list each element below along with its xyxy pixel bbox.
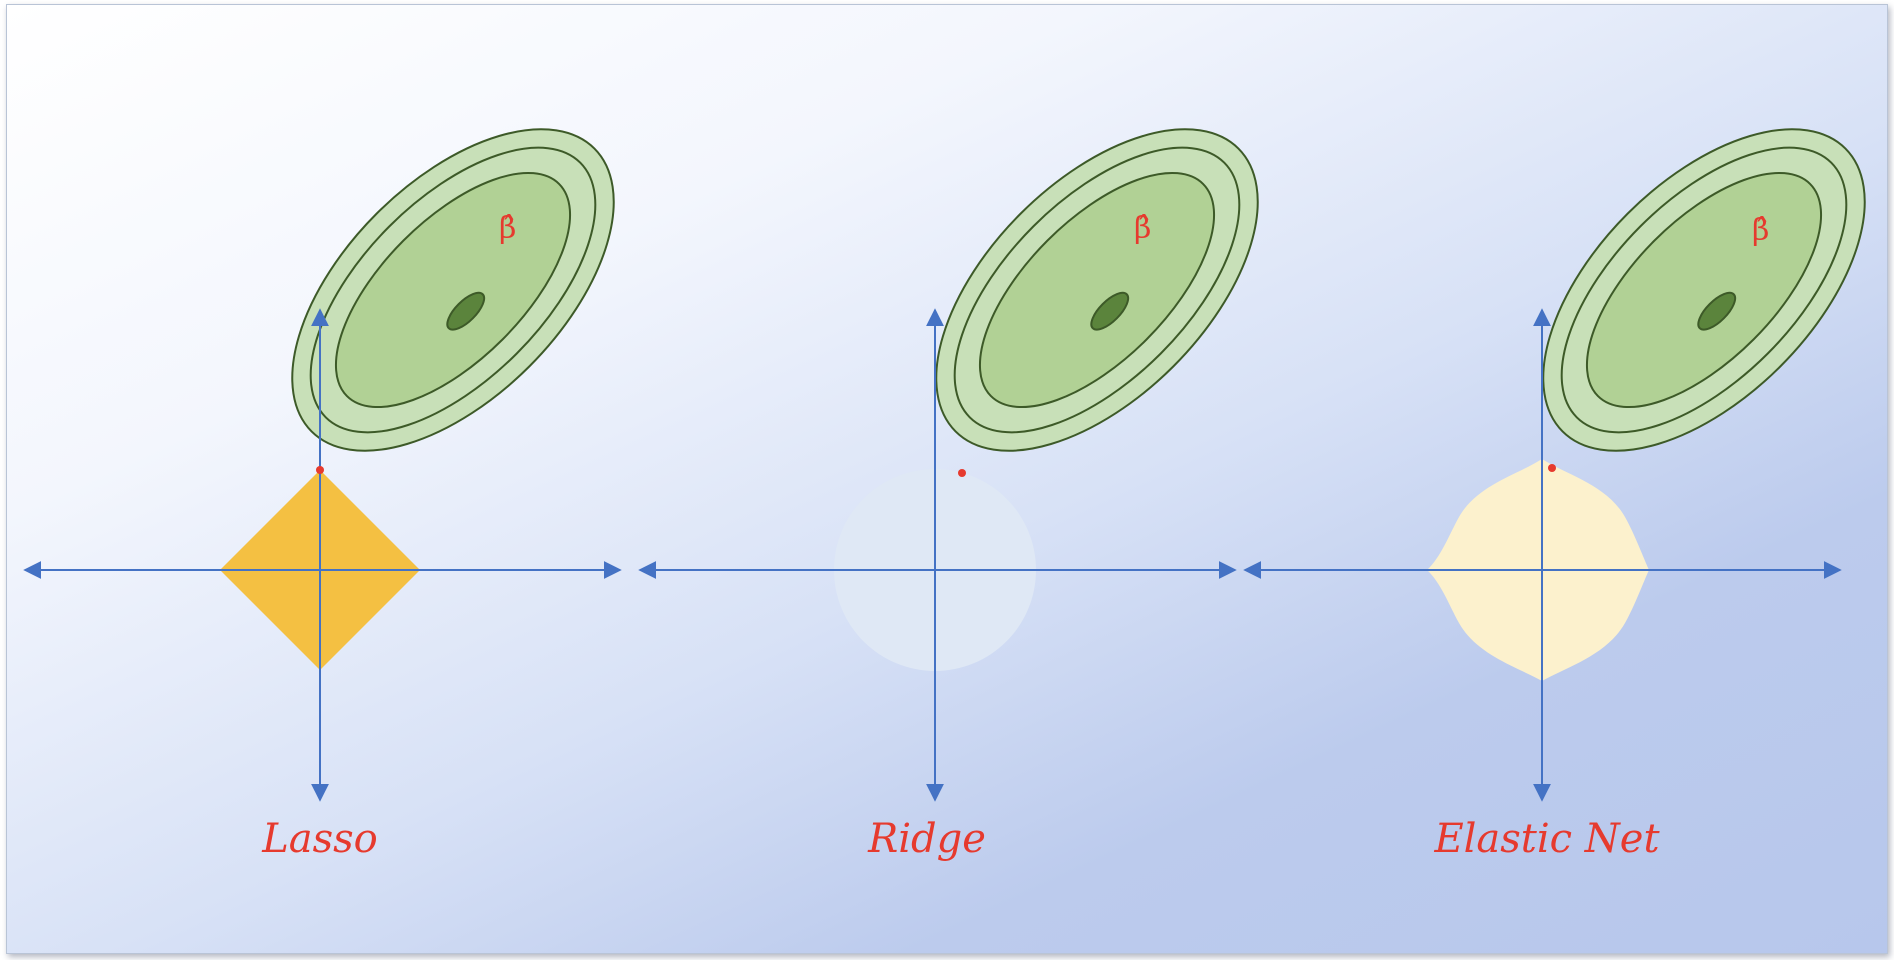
contour-core xyxy=(446,291,486,331)
ridge-beta-hat: β̂ xyxy=(1134,211,1151,246)
elastic-net-label: Elastic Net xyxy=(1433,816,1660,862)
elastic-net-contour-ellipses xyxy=(1542,128,1866,452)
lasso-beta-hat: β̂ xyxy=(499,211,516,246)
elastic-net-beta-hat: β̂ xyxy=(1752,213,1769,248)
regularization-diagram: β̂ Lasso β̂ Ridge xyxy=(23,128,1866,862)
contour-core xyxy=(1697,291,1737,331)
lasso-touch-point xyxy=(316,466,324,474)
contour-inner xyxy=(334,171,572,409)
contour-middle xyxy=(1560,146,1848,434)
contour-inner xyxy=(1585,171,1823,409)
ridge-contour-ellipses xyxy=(935,128,1259,452)
ridge-panel: β̂ Ridge xyxy=(638,128,1259,862)
lasso-contour-ellipses xyxy=(291,128,615,452)
lasso-panel: β̂ Lasso xyxy=(23,128,622,862)
elastic-net-panel: β̂ Elastic Net xyxy=(1243,128,1866,862)
contour-inner xyxy=(978,171,1216,409)
ridge-touch-point xyxy=(958,469,966,477)
lasso-label: Lasso xyxy=(261,816,378,862)
contour-middle xyxy=(953,146,1241,434)
elastic-net-touch-point xyxy=(1548,464,1556,472)
contour-core xyxy=(1090,291,1130,331)
diagram-canvas: β̂ Lasso β̂ Ridge xyxy=(6,4,1888,954)
ridge-label: Ridge xyxy=(867,816,986,862)
